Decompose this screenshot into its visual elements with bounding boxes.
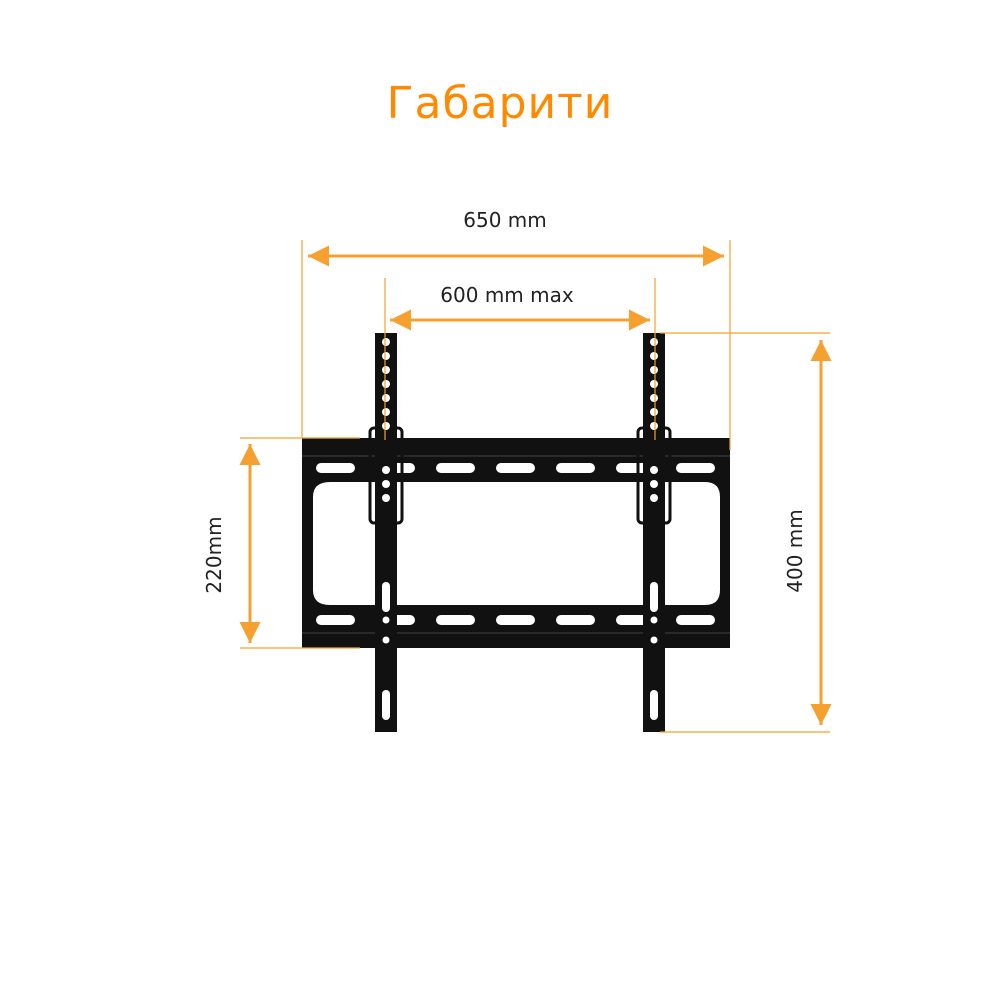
arm-hole [650,366,658,374]
arm-slot [650,690,658,720]
arm-hole [382,480,390,488]
arm-hole [650,408,658,416]
frame-slot [556,615,595,625]
arm-hole [382,616,390,624]
arm-hole [382,636,390,644]
arm-hole [650,480,658,488]
frame-slot [676,463,715,473]
arm-hole [382,338,390,346]
arm-hole [650,380,658,388]
arm-slot [382,582,390,612]
width-total-label: 650 mm [463,208,547,232]
arm-hole [650,466,658,474]
frame-slot [556,463,595,473]
left-vertical-arm [368,333,404,732]
arm-hole [382,352,390,360]
arm-hole [650,636,658,644]
dimension-lines [240,240,830,733]
dimension-arrows [239,245,832,725]
arm-hole [382,422,390,430]
arm-hole [650,494,658,502]
arm-hole [650,616,658,624]
frame-slot [316,463,355,473]
arm-hole [650,422,658,430]
arm-hole [382,466,390,474]
frame-slot [496,615,535,625]
frame-slot [496,463,535,473]
arm-hole [382,394,390,402]
arm-hole [650,394,658,402]
width-max-label: 600 mm max [440,283,574,307]
right-vertical-arm [636,333,672,732]
frame-slot [676,615,715,625]
arm-hole [382,494,390,502]
arm-hole [650,338,658,346]
arm-slot [650,582,658,612]
page-title: Габарити [386,78,614,129]
mount-frame [302,438,730,648]
arm-hole [382,408,390,416]
frame-slot [436,615,475,625]
frame-slot [436,463,475,473]
arm-hole [650,352,658,360]
arm-hole [382,366,390,374]
height-frame-label: 220mm [202,516,226,593]
height-total-label: 400 mm [783,509,807,593]
arm-hole [382,380,390,388]
arm-slot [382,690,390,720]
frame-slot [316,615,355,625]
